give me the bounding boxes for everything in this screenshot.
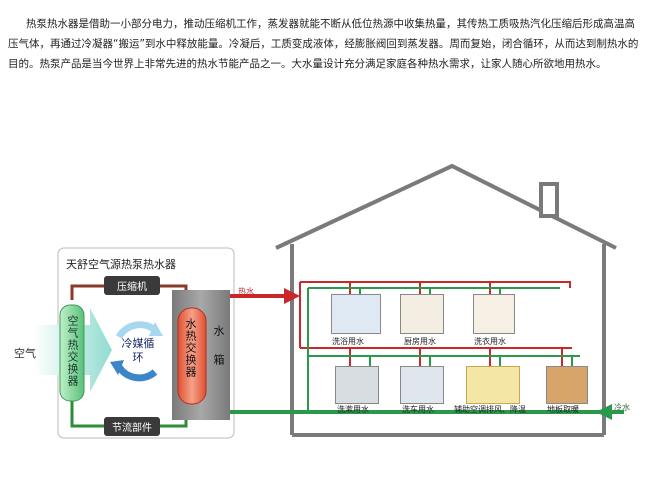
room-image-bath (331, 294, 381, 334)
refrigerant-cycle-label: 冷媒循环 (121, 337, 155, 364)
house-outline (275, 163, 617, 437)
room-image-floor-heating (546, 366, 588, 404)
air-label: 空气 (14, 347, 36, 360)
room-label-kitchen: 厨房用水 (404, 337, 436, 346)
hot-water-arrow (230, 288, 300, 304)
room-label-wash: 洗漱用水 (337, 405, 369, 414)
throttle-label: 节流部件 (112, 423, 152, 434)
room-image-carwash (400, 366, 444, 404)
cold-water-pipes (307, 287, 580, 410)
room-image-kitchen (400, 294, 444, 334)
compressor-box (104, 276, 160, 295)
water-heat-exchanger (177, 307, 207, 405)
hot-water-pipes (299, 281, 572, 366)
room-label-laundry: 洗衣用水 (474, 337, 506, 346)
room-image-aircon (466, 366, 520, 404)
compressor-label: 压缩机 (117, 282, 147, 293)
unit-title: 天舒空气源热泵热水器 (66, 258, 176, 271)
room-label-floor-heating: 地板取暖 (547, 405, 579, 414)
air-heat-exchanger (59, 304, 85, 402)
room-image-wash (335, 366, 379, 404)
room-label-aircon: 辅助空调排风、降温 (454, 405, 526, 414)
hot-water-label: 热水 (238, 287, 254, 296)
room-label-carwash: 洗车用水 (402, 405, 434, 414)
room-image-laundry (473, 294, 515, 334)
refrigerant-cycle-icon (110, 321, 163, 382)
throttle-box (104, 417, 160, 436)
cold-water-label: 冷水 (614, 403, 630, 412)
water-exchanger-label: 水热交换器 (184, 318, 197, 378)
air-exchanger-label: 空气热交换器 (66, 315, 79, 387)
cold-water-arrow (230, 404, 624, 420)
room-label-bath: 洗浴用水 (332, 337, 364, 346)
intro-paragraph: 热泵热水器是借助一小部分电力，推动压缩机工作，蒸发器就能不断从低位热源中收集热量… (8, 18, 639, 70)
tank-label: 水箱 (212, 325, 225, 383)
